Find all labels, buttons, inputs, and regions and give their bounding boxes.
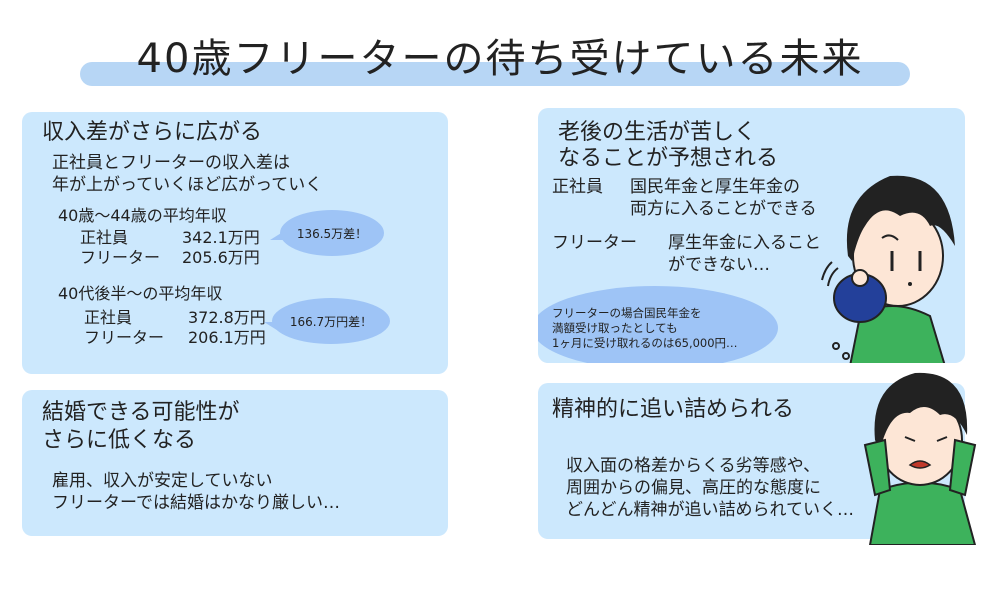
- marriage-desc-2: フリーターでは結婚はかなり厳しい…: [52, 493, 340, 513]
- group1-value-1: 342.1万円: [182, 228, 260, 247]
- mental-desc-1: 収入面の格差からくる劣等感や、: [566, 456, 821, 476]
- bubble-tail: [264, 322, 280, 332]
- pension-bubble-line-1: フリーターの場合国民年金を: [552, 305, 702, 320]
- page-title: 40歳フリーターの待ち受けている未来: [136, 36, 864, 82]
- mental-heading: 精神的に追い詰められる: [552, 397, 795, 422]
- group1-type-1: 正社員: [80, 228, 129, 247]
- group1-label: 40歳〜44歳の平均年収: [58, 206, 227, 225]
- pension-type-2: フリーター: [552, 233, 637, 253]
- bubble-tail: [270, 230, 286, 240]
- marriage-heading-2: さらに低くなる: [42, 428, 197, 453]
- income-panel: 収入差がさらに広がる 正社員とフリーターの収入差は 年が上がっていくほど広がって…: [22, 112, 448, 374]
- diff-bubble-1: 136.5万差！: [280, 210, 384, 256]
- mental-desc-2: 周囲からの偏見、高圧的な態度に: [566, 478, 821, 498]
- pension-heading-1: 老後の生活が苦しく: [558, 120, 757, 145]
- pension-text-1a: 国民年金と厚生年金の: [630, 177, 800, 197]
- pension-text-2b: ができない…: [668, 255, 770, 275]
- pension-text-2a: 厚生年金に入ること: [668, 233, 821, 253]
- group1-type-2: フリーター: [80, 248, 161, 267]
- income-desc-1: 正社員とフリーターの収入差は: [52, 153, 290, 173]
- pension-panel: 老後の生活が苦しく なることが予想される 正社員 国民年金と厚生年金の 両方に入…: [538, 108, 965, 363]
- pension-bubble-line-3: 1ヶ月に受け取れるのは65,000円…: [552, 335, 738, 350]
- group2-label: 40代後半〜の平均年収: [58, 284, 223, 303]
- pension-text-1b: 両方に入ることができる: [630, 199, 817, 219]
- marriage-panel: 結婚できる可能性が さらに低くなる 雇用、収入が安定していない フリーターでは結…: [22, 390, 448, 536]
- income-desc-2: 年が上がっていくほど広がっていく: [52, 175, 323, 195]
- pension-bubble-line-2: 満額受け取ったとしても: [552, 320, 678, 335]
- pension-bubble: フリーターの場合国民年金を 満額受け取ったとしても 1ヶ月に受け取れるのは65,…: [538, 286, 778, 363]
- mental-desc-3: どんどん精神が追い詰められていく…: [566, 500, 854, 520]
- group2-type-2: フリーター: [84, 328, 165, 347]
- group2-value-1: 372.8万円: [188, 308, 266, 327]
- marriage-desc-1: 雇用、収入が安定していない: [52, 471, 273, 491]
- marriage-heading-1: 結婚できる可能性が: [42, 400, 240, 425]
- group1-value-2: 205.6万円: [182, 248, 260, 267]
- pension-type-1: 正社員: [552, 177, 603, 197]
- group2-type-1: 正社員: [84, 308, 133, 327]
- title-highlight: [80, 62, 910, 86]
- income-heading: 収入差がさらに広がる: [42, 120, 263, 145]
- distressed-man-illustration: [863, 372, 977, 545]
- pension-heading-2: なることが予想される: [558, 146, 779, 171]
- diff-bubble-2: 166.7万円差！: [272, 298, 390, 344]
- worried-man-with-wallet-illustration: [821, 175, 955, 363]
- group2-value-2: 206.1万円: [188, 328, 266, 347]
